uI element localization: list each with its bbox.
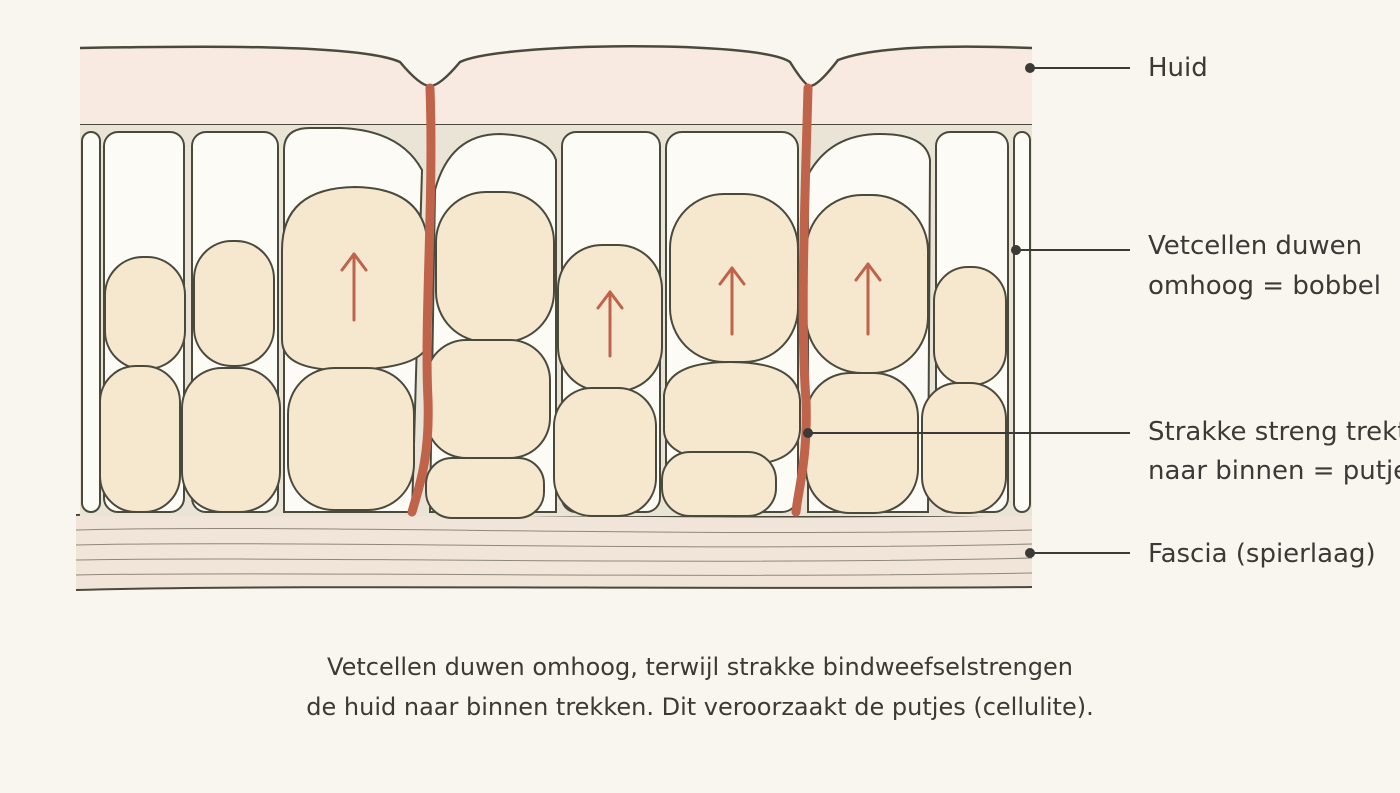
compartment [81, 131, 101, 513]
leader-lines [803, 63, 1130, 558]
arrow-up-icon [718, 266, 746, 336]
arrow-up-icon [340, 252, 368, 322]
fat-cell [287, 367, 415, 511]
label-fat-line1: Vetcellen duwen [1148, 231, 1363, 261]
upward-arrows [340, 252, 882, 358]
connective-strands [407, 83, 813, 517]
label-strand-line1: Strakke streng trekt [1148, 417, 1400, 447]
fat-cell [661, 451, 777, 517]
compartment [1013, 131, 1031, 513]
fat-layer [80, 123, 1032, 519]
skin-layer [79, 45, 1033, 124]
fat-cell [435, 191, 555, 343]
arrow-up-icon [854, 262, 882, 336]
fat-cell [933, 266, 1007, 386]
label-fascia: Fascia (spierlaag) [1148, 539, 1376, 569]
label-skin: Huid [1148, 53, 1208, 83]
label-strand-line2: naar binnen = putje [1148, 456, 1400, 486]
fat-cell [805, 372, 919, 514]
arrow-up-icon [596, 290, 624, 358]
fat-cell [193, 240, 275, 367]
strand [407, 83, 436, 517]
fat-cell [921, 382, 1007, 514]
fat-cell [104, 256, 186, 370]
fat-cell [669, 193, 799, 363]
fat-cell [425, 339, 551, 459]
fat-cell [425, 457, 545, 519]
fat-cell [99, 365, 181, 513]
fascia-layer [75, 511, 1033, 591]
caption-line2: de huid naar binnen trekken. Dit veroorz… [306, 693, 1094, 721]
fat-cell [553, 387, 657, 517]
label-fat-line2: omhoog = bobbel [1148, 271, 1381, 301]
caption-line1: Vetcellen duwen omhoog, terwijl strakke … [327, 653, 1073, 681]
fat-cell [663, 360, 801, 467]
strand [791, 83, 813, 517]
fat-cell [181, 367, 281, 513]
